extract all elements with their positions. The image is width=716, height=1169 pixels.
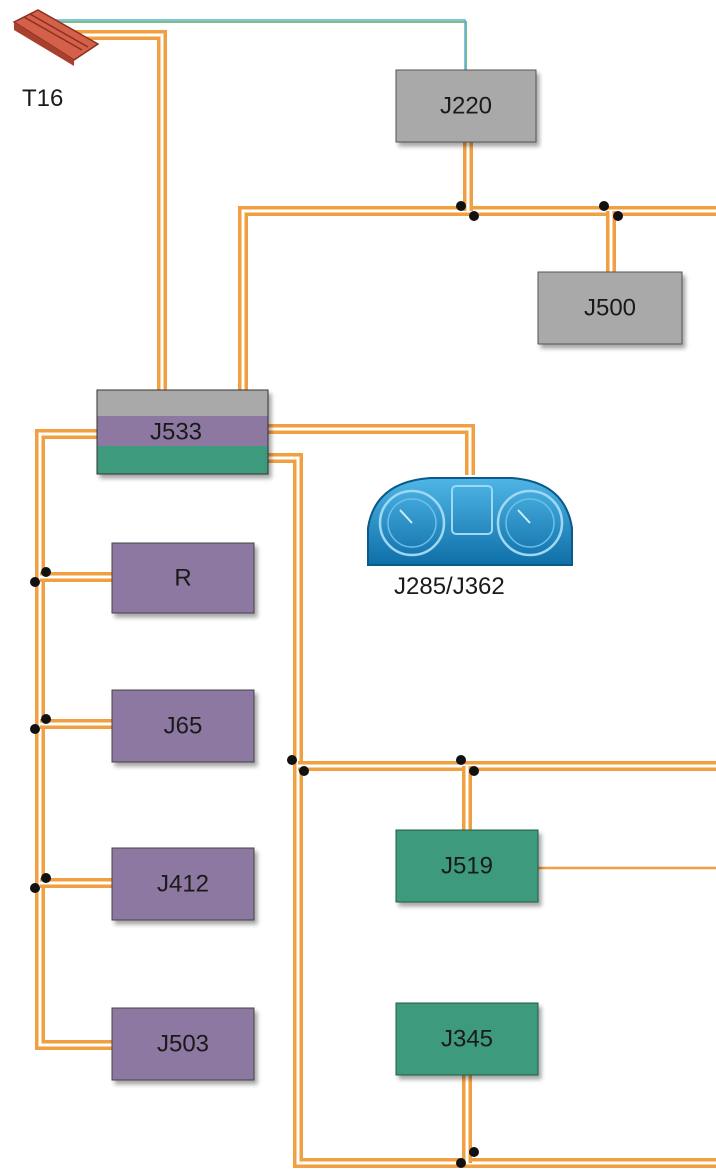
gateway-j533-label: J533: [150, 419, 202, 446]
module-r-label: R: [174, 565, 191, 592]
t16-label: T16: [22, 85, 63, 112]
junction-dots: [30, 201, 623, 1168]
module-j519[interactable]: [395, 829, 539, 903]
module-j503[interactable]: [111, 1007, 255, 1081]
instrument-cluster-icon[interactable]: [367, 477, 573, 566]
module-j412[interactable]: [111, 847, 255, 921]
module-j519-label: J519: [441, 853, 493, 880]
module-j65-label: J65: [164, 713, 203, 740]
instrument-cluster-label: J285/J362: [394, 573, 505, 600]
module-j503-label: J503: [157, 1031, 209, 1058]
obd-connector-icon: [12, 9, 100, 66]
diagnostic-line: [55, 19, 467, 70]
module-j220-label: J220: [440, 93, 492, 120]
module-j412-label: J412: [157, 871, 209, 898]
module-j500-label: J500: [584, 295, 636, 322]
wire-t16-j533: [60, 30, 167, 390]
module-j345[interactable]: [395, 1002, 539, 1076]
module-r[interactable]: [111, 542, 255, 614]
module-j345-label: J345: [441, 1026, 493, 1053]
module-j500[interactable]: [537, 271, 683, 345]
wire-j533-left-bus: [35, 429, 112, 1050]
gateway-j533[interactable]: [96, 389, 269, 475]
module-j65[interactable]: [111, 689, 255, 763]
module-j220[interactable]: [395, 69, 537, 143]
bus-wiring: [35, 30, 716, 1168]
